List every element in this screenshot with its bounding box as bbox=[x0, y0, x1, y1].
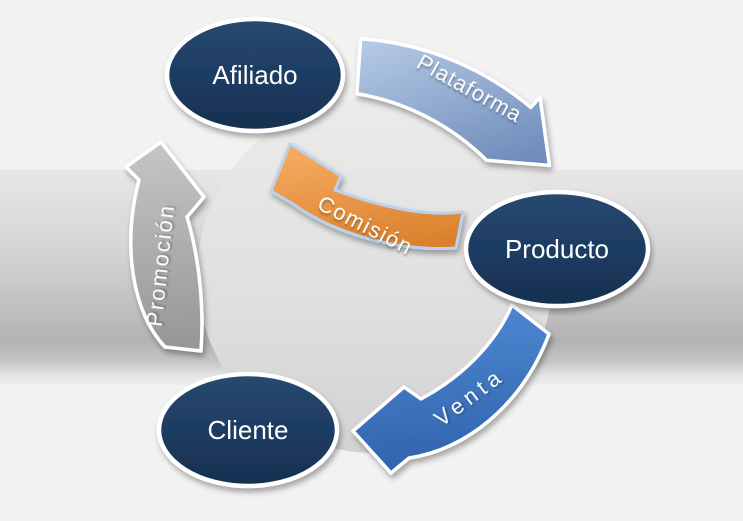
promocion-arrow bbox=[124, 140, 206, 353]
producto-ellipse bbox=[463, 189, 651, 309]
cliente-label: Cliente bbox=[208, 415, 289, 445]
node-producto bbox=[463, 189, 651, 309]
node-cliente bbox=[156, 371, 340, 489]
afiliado-ellipse bbox=[164, 16, 346, 134]
venta-arrow-shape bbox=[351, 303, 551, 475]
comision-arrow bbox=[269, 142, 465, 250]
producto-label: Producto bbox=[505, 234, 609, 264]
venta-arrow bbox=[351, 303, 551, 475]
plataforma-arrow-shape bbox=[355, 36, 552, 168]
comision-arrow-shape bbox=[269, 142, 465, 250]
promocion-arrow-shape bbox=[124, 140, 206, 353]
plataforma-arrow bbox=[355, 36, 552, 168]
cliente-ellipse bbox=[156, 371, 340, 489]
afiliado-label: Afiliado bbox=[212, 60, 297, 90]
node-afiliado bbox=[164, 16, 346, 134]
